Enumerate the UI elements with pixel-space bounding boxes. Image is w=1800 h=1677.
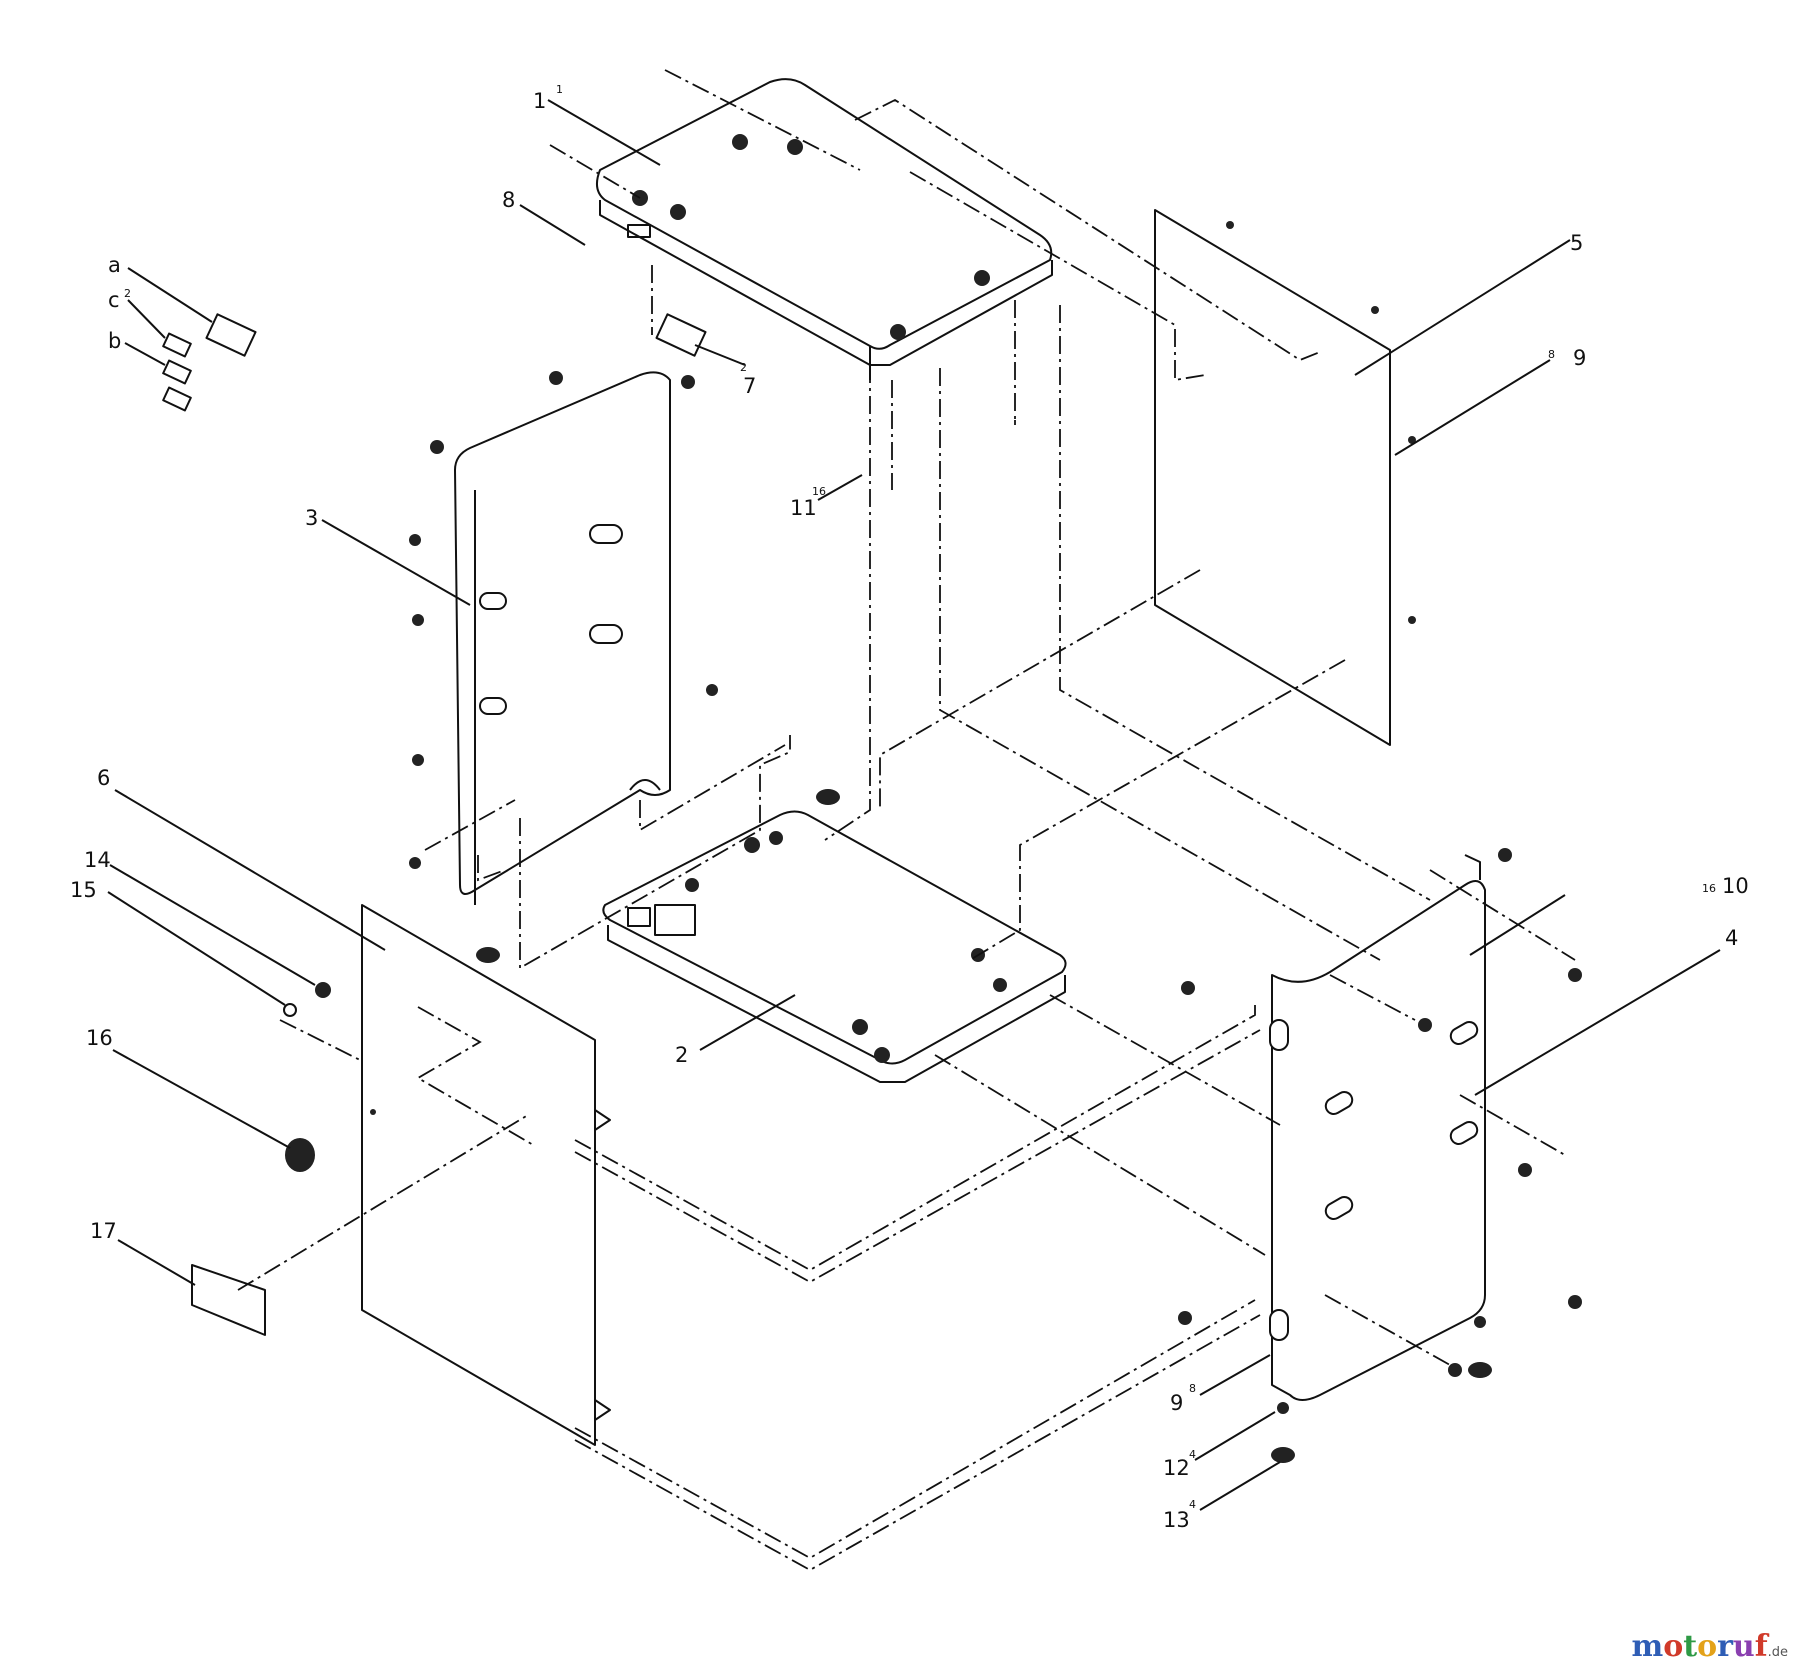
part-3-left-side-panel: [409, 371, 718, 905]
callout-9-lower-qty: 8: [1189, 1382, 1196, 1395]
part-5-back-panel: [1154, 209, 1416, 746]
callout-10-qty: 16: [1702, 882, 1716, 895]
callout-c-qty: 2: [124, 287, 131, 300]
callout-12-qty: 4: [1189, 1448, 1196, 1461]
watermark-letter: u: [1732, 1629, 1755, 1664]
watermark-logo: motoruf: [1631, 1629, 1767, 1664]
watermark-letter: o: [1697, 1629, 1718, 1664]
callout-7-qty: 2: [740, 361, 747, 374]
callout-15: 15: [70, 878, 97, 902]
callout-9-right-qty: 8: [1548, 348, 1555, 361]
watermark-letter: f: [1754, 1629, 1768, 1664]
part-2-bottom-tray: [602, 810, 1067, 1083]
callout-13-qty: 4: [1189, 1498, 1196, 1511]
callout-16: 16: [86, 1026, 113, 1050]
callout-17: 17: [90, 1219, 117, 1243]
callout-1: 1: [533, 89, 546, 113]
callout-12: 12: [1163, 1456, 1190, 1480]
site-watermark: motoruf.de: [1631, 1629, 1788, 1664]
callout-c: c: [108, 288, 120, 312]
callout-9-right: 9: [1573, 346, 1586, 370]
callout-5: 5: [1570, 231, 1583, 255]
watermark-letter: o: [1663, 1629, 1684, 1664]
callout-10: 10: [1722, 874, 1749, 898]
callout-14: 14: [84, 848, 111, 872]
door-hardware: [191, 982, 331, 1336]
callout-9-lower: 9: [1170, 1391, 1183, 1415]
leveling-feet: [476, 789, 1492, 1463]
callout-labels: 1 1 2 3 4 5 6 7 2 8 9 8 9 8 10 16 11 16 …: [70, 83, 1749, 1532]
part-1-top-cover: [595, 78, 1053, 380]
callout-11: 11: [790, 496, 817, 520]
callout-7: 7: [743, 374, 756, 398]
callout-11-qty: 16: [812, 485, 826, 498]
callout-8: 8: [502, 188, 515, 212]
watermark-letter: m: [1631, 1629, 1664, 1664]
callout-13: 13: [1163, 1508, 1190, 1532]
watermark-suffix: .de: [1767, 1645, 1788, 1660]
assembly-lines: [237, 69, 1576, 1572]
hardware-kit-abc: [162, 313, 257, 412]
part-4-right-side-panel: [1178, 848, 1582, 1401]
callout-1-qty: 1: [556, 83, 563, 96]
callout-2: 2: [675, 1043, 688, 1067]
callout-3: 3: [305, 506, 318, 530]
callout-b: b: [108, 329, 121, 353]
callout-4: 4: [1725, 926, 1738, 950]
part-7-hinge-bracket: [655, 313, 707, 357]
callout-a: a: [108, 253, 121, 277]
watermark-letter: t: [1683, 1629, 1698, 1664]
leader-lines: [107, 99, 1721, 1511]
part-6-front-door: [361, 904, 611, 1446]
callout-6: 6: [97, 766, 110, 790]
watermark-letter: r: [1717, 1629, 1733, 1664]
